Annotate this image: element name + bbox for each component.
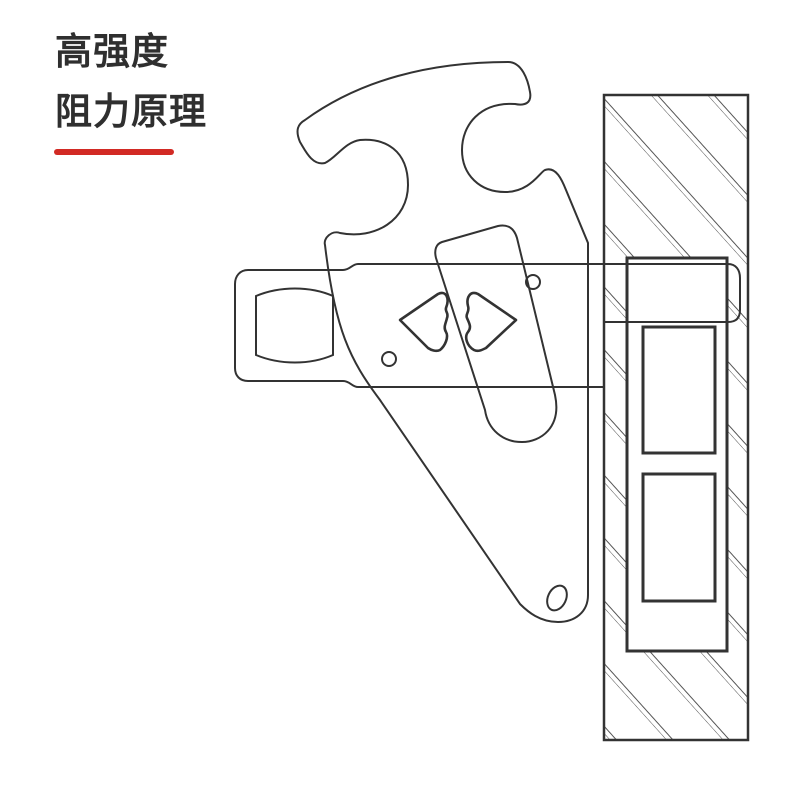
strike-plate-box: [625, 256, 729, 653]
bolt-grip-window: [255, 287, 334, 364]
rivet-hole-left: [381, 351, 397, 367]
title-accent-bar: [54, 149, 174, 155]
strike-slot-lower: [641, 472, 717, 603]
arrow-right-icon: [464, 291, 518, 353]
title-line-1: 高强度: [55, 30, 169, 73]
hook-plate: [296, 60, 589, 624]
arrow-left-icon: [398, 291, 449, 353]
slider-knob: [434, 224, 558, 444]
title-line-2: 阻力原理: [55, 90, 207, 133]
strike-slot-upper: [641, 325, 717, 455]
rivet-hole-right: [525, 274, 541, 290]
